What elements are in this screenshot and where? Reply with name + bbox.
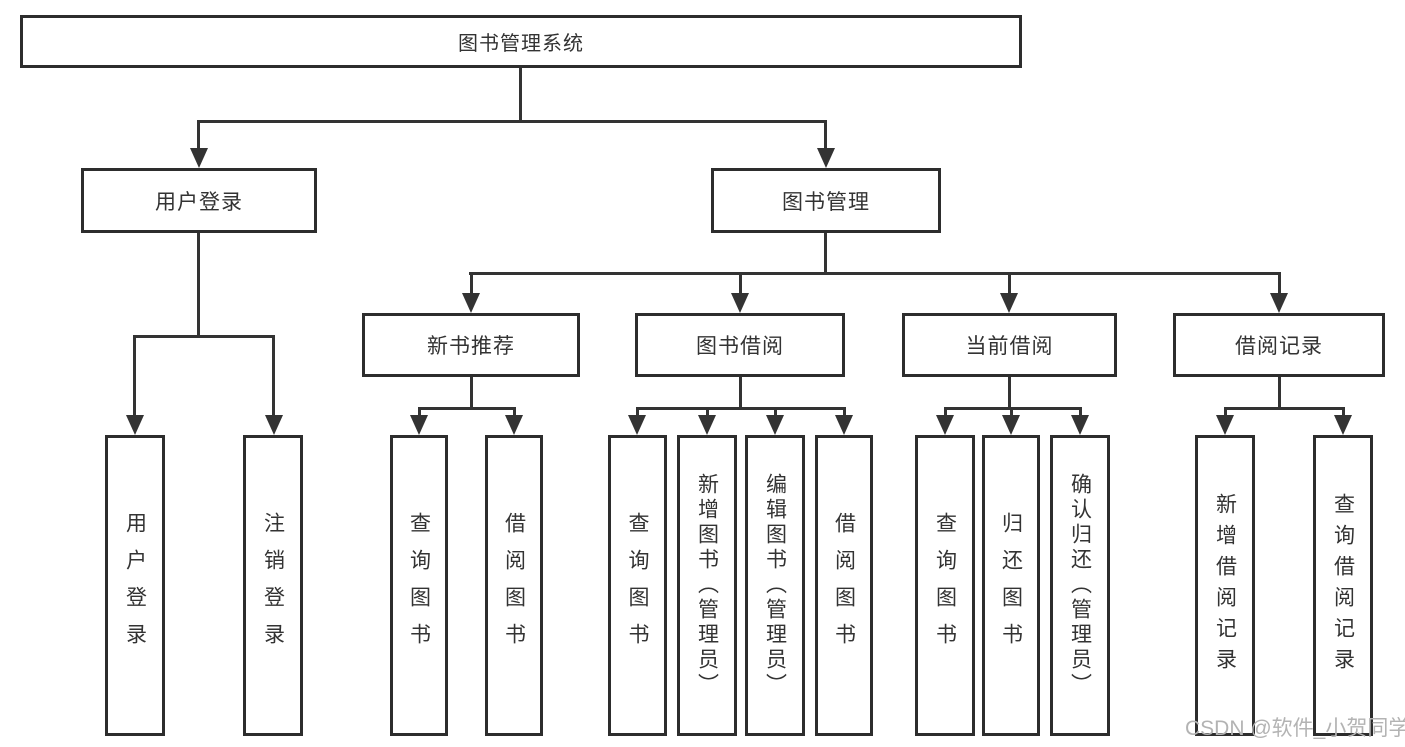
connector-arrowhead (731, 293, 749, 313)
connector-arrowhead (1334, 415, 1352, 435)
leaf-user-login-label: 用户登录 (123, 511, 147, 660)
connector-line (418, 407, 421, 417)
leaf-current-return-books: 归还图书 (982, 435, 1040, 736)
node-root: 图书管理系统 (20, 15, 1022, 68)
connector-arrowhead (766, 415, 784, 435)
connector-line (706, 407, 709, 417)
connector-line (197, 233, 200, 335)
connector-line (470, 272, 473, 294)
connector-line (944, 407, 947, 417)
connector-line (519, 68, 522, 120)
connector-arrowhead (835, 415, 853, 435)
connector-arrowhead (1216, 415, 1234, 435)
node-user-login-label: 用户登录 (155, 190, 243, 214)
connector-line (1342, 407, 1345, 417)
node-new-book-recommendation-label: 新书推荐 (427, 335, 515, 358)
leaf-record-add-borrow-record-label: 新增借阅记录 (1213, 492, 1237, 679)
connector-line (197, 120, 827, 123)
node-book-borrowing: 图书借阅 (635, 313, 845, 377)
connector-line (1278, 377, 1281, 407)
connector-arrowhead (505, 415, 523, 435)
connector-line (469, 272, 1280, 275)
connector-arrowhead (1002, 415, 1020, 435)
connector-arrowhead (817, 148, 835, 168)
connector-line (739, 272, 742, 294)
node-book-management-label: 图书管理 (782, 190, 870, 214)
leaf-current-confirm-return-admin: 确认归还（管理员） (1050, 435, 1110, 736)
leaf-recommend-query-books-label: 查询图书 (407, 511, 431, 660)
leaf-current-return-books-label: 归还图书 (999, 511, 1023, 660)
connector-arrowhead (1071, 415, 1089, 435)
connector-arrowhead (1270, 293, 1288, 313)
connector-line (1224, 407, 1345, 410)
connector-line (774, 407, 777, 417)
leaf-borrow-add-books-admin-label: 新增图书（管理员） (695, 473, 719, 698)
connector-line (1008, 377, 1011, 407)
csdn-watermark: CSDN @软件_小贺同学 (1185, 717, 1405, 740)
connector-arrowhead (410, 415, 428, 435)
node-new-book-recommendation: 新书推荐 (362, 313, 580, 377)
node-borrowing-records-label: 借阅记录 (1235, 335, 1323, 358)
leaf-recommend-query-books: 查询图书 (390, 435, 448, 736)
node-current-borrowing-label: 当前借阅 (965, 335, 1054, 358)
leaf-recommend-borrow-books-label: 借阅图书 (502, 511, 526, 660)
leaf-borrow-edit-books-admin: 编辑图书（管理员） (745, 435, 805, 736)
connector-arrowhead (190, 148, 208, 168)
connector-line (636, 407, 845, 410)
leaf-record-add-borrow-record: 新增借阅记录 (1195, 435, 1255, 736)
connector-line (418, 407, 516, 410)
leaf-borrow-borrow-books-label: 借阅图书 (832, 511, 856, 660)
connector-line (824, 120, 827, 150)
connector-line (739, 377, 742, 407)
node-borrowing-records: 借阅记录 (1173, 313, 1385, 377)
connector-line (1278, 272, 1281, 294)
connector-line (843, 407, 846, 417)
connector-arrowhead (1000, 293, 1018, 313)
leaf-borrow-query-books-label: 查询图书 (626, 511, 649, 660)
leaf-recommend-borrow-books: 借阅图书 (485, 435, 543, 736)
connector-line (197, 120, 200, 150)
leaf-current-query-books-label: 查询图书 (933, 511, 957, 660)
connector-line (513, 407, 516, 417)
connector-line (272, 335, 275, 417)
connector-line (133, 335, 275, 338)
connector-arrowhead (936, 415, 954, 435)
connector-line (470, 377, 473, 407)
leaf-record-query-borrow-record: 查询借阅记录 (1313, 435, 1373, 736)
connector-line (824, 233, 827, 272)
connector-line (1010, 407, 1013, 417)
leaf-borrow-borrow-books: 借阅图书 (815, 435, 873, 736)
connector-arrowhead (698, 415, 716, 435)
leaf-user-login: 用户登录 (105, 435, 165, 736)
node-current-borrowing: 当前借阅 (902, 313, 1117, 377)
leaf-record-query-borrow-record-label: 查询借阅记录 (1331, 492, 1355, 679)
leaf-borrow-add-books-admin: 新增图书（管理员） (677, 435, 737, 736)
connector-line (1008, 272, 1011, 294)
connector-arrowhead (126, 415, 144, 435)
connector-line (636, 407, 639, 417)
connector-arrowhead (462, 293, 480, 313)
connector-line (133, 335, 136, 417)
connector-arrowhead (265, 415, 283, 435)
connector-line (1079, 407, 1082, 417)
leaf-borrow-edit-books-admin-label: 编辑图书（管理员） (763, 473, 787, 698)
connector-arrowhead (628, 415, 646, 435)
node-user-login: 用户登录 (81, 168, 317, 233)
node-book-borrowing-label: 图书借阅 (696, 335, 784, 358)
leaf-current-query-books: 查询图书 (915, 435, 975, 736)
node-book-management: 图书管理 (711, 168, 941, 233)
leaf-logout: 注销登录 (243, 435, 303, 736)
connector-line (1224, 407, 1227, 417)
node-root-label: 图书管理系统 (458, 33, 584, 55)
leaf-borrow-query-books: 查询图书 (608, 435, 667, 736)
leaf-current-confirm-return-admin-label: 确认归还（管理员） (1068, 473, 1092, 698)
leaf-logout-label: 注销登录 (261, 511, 285, 660)
